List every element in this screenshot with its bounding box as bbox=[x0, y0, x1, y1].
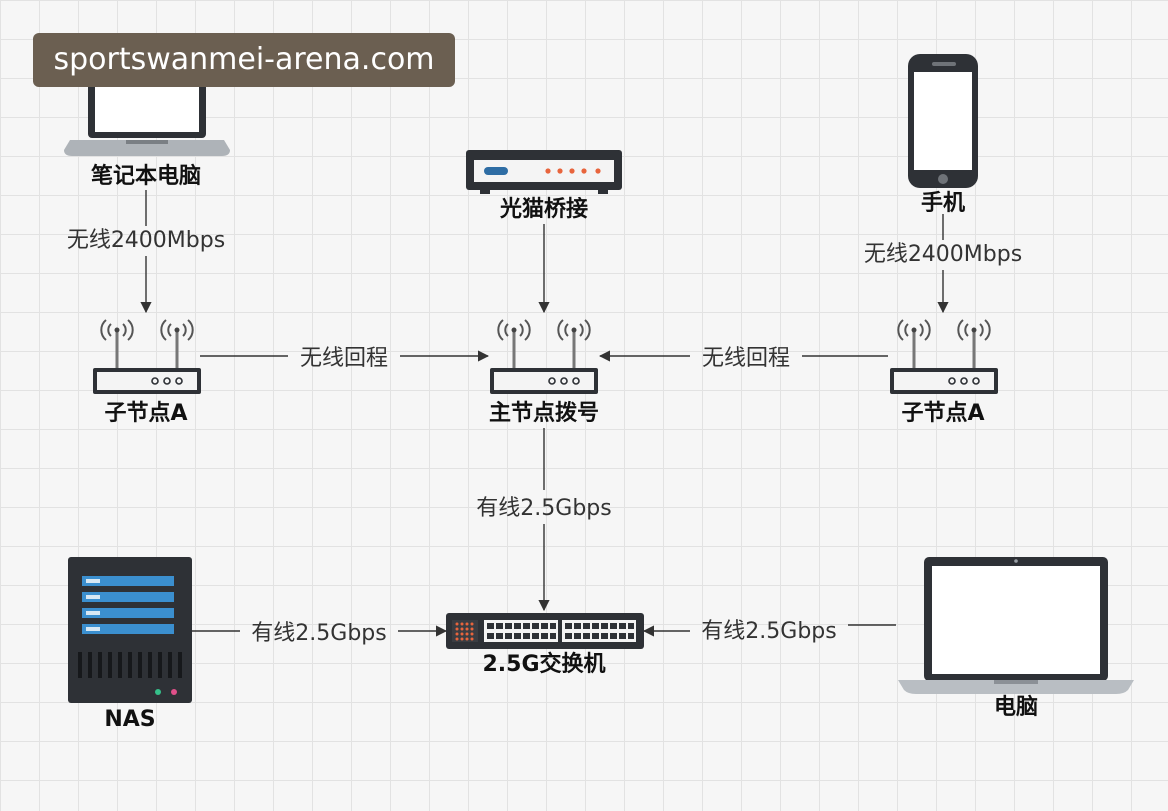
edge-label-left-backhaul: 无线回程 bbox=[300, 346, 388, 371]
switch-label: 2.5G交换机 bbox=[482, 651, 605, 677]
node-left-label: 子节点A bbox=[104, 400, 187, 426]
computer-label: 电脑 bbox=[994, 694, 1038, 720]
router-left-icon bbox=[91, 318, 203, 396]
main-router-label: 主节点拨号 bbox=[489, 400, 599, 426]
router-right-icon bbox=[888, 318, 1000, 396]
phone-icon bbox=[908, 54, 978, 188]
nas-label: NAS bbox=[104, 707, 155, 732]
edge-label-computer-switch: 有线2.5Gbps bbox=[701, 619, 836, 644]
edge-label-router-switch: 有线2.5Gbps bbox=[476, 496, 611, 521]
edge-label-nas-switch: 有线2.5Gbps bbox=[251, 621, 386, 646]
laptop-label: 笔记本电脑 bbox=[91, 163, 201, 189]
edges bbox=[140, 190, 949, 637]
edge-label-phone: 无线2400Mbps bbox=[864, 242, 1022, 267]
computer-icon bbox=[898, 557, 1134, 694]
node-right-label: 子节点A bbox=[901, 400, 984, 426]
phone-label: 手机 bbox=[921, 191, 965, 216]
switch-icon bbox=[446, 613, 644, 649]
nas-icon bbox=[68, 557, 192, 703]
modem-label: 光猫桥接 bbox=[499, 196, 588, 222]
modem-icon bbox=[466, 150, 622, 194]
edge-label-right-backhaul: 无线回程 bbox=[702, 346, 790, 371]
watermark-banner: sportswanmei-arena.com bbox=[33, 33, 455, 87]
router-main-icon bbox=[488, 318, 600, 396]
edge-label-laptop: 无线2400Mbps bbox=[67, 228, 225, 253]
